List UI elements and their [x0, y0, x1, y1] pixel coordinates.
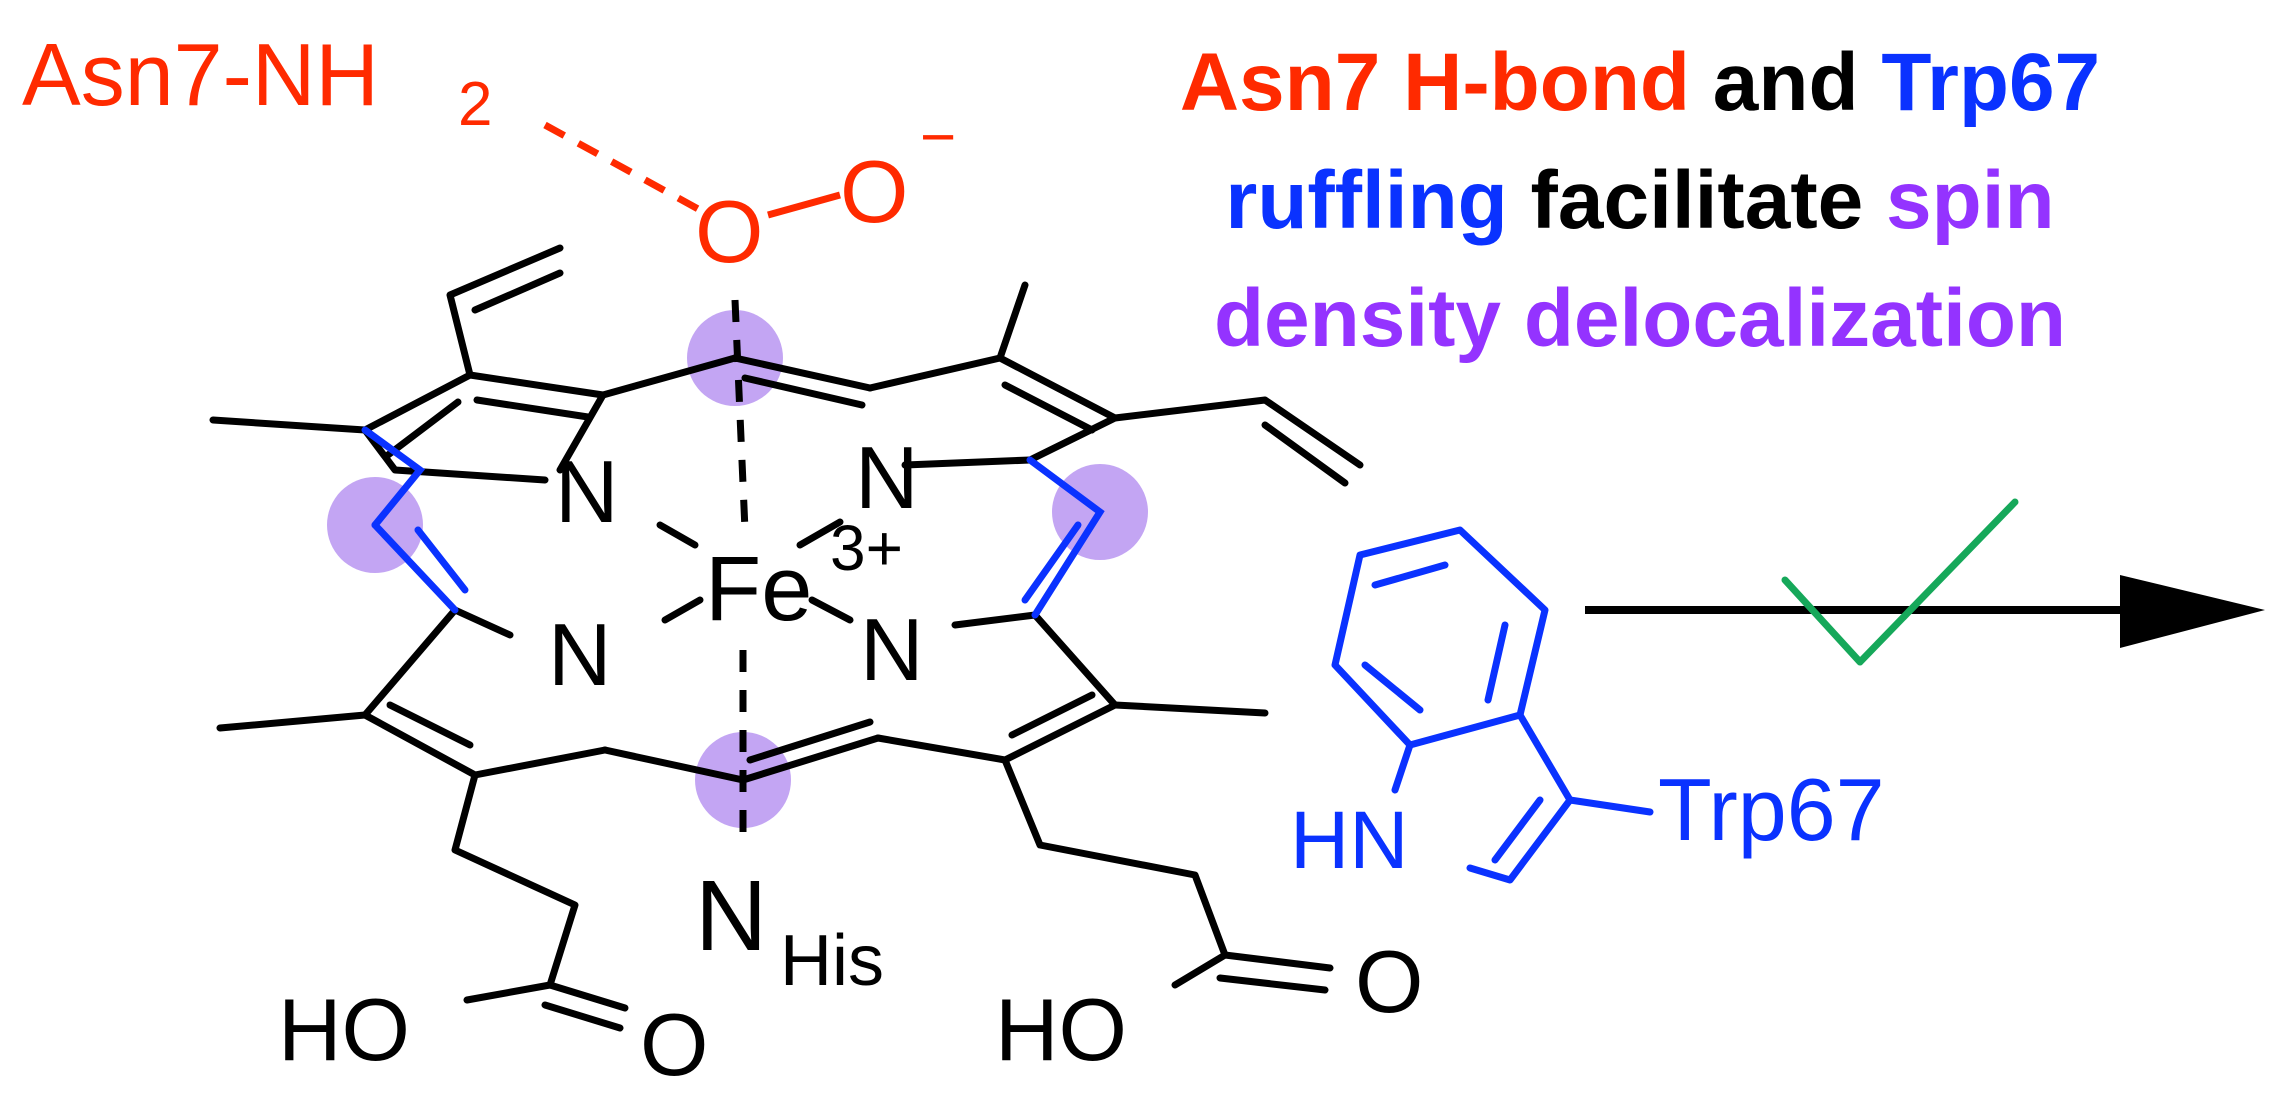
asn-hbond: Asn7-NH 2 O O −: [22, 25, 956, 281]
carbonyl-o-left: O: [640, 995, 708, 1094]
headline-line1: Asn7 H-bond and Trp67: [1180, 37, 2100, 128]
asn-subscript: 2: [458, 70, 492, 139]
core-atoms: N N N N Fe 3+ N His HO O HO O: [278, 428, 1423, 1094]
superoxide-charge: −: [920, 103, 956, 172]
trp-label: Trp67: [1658, 760, 1885, 859]
axial-bonds: [731, 299, 749, 845]
trp-nh-label: HN: [1290, 795, 1408, 886]
histidine-nitrogen: N: [695, 860, 767, 972]
hydroxyl-right: HO: [995, 980, 1127, 1079]
headline-run: spin: [1886, 155, 2055, 246]
histidine-subscript: His: [780, 921, 884, 1001]
iron-label: Fe: [705, 538, 812, 640]
iron-charge: 3+: [830, 512, 903, 584]
headline-line3: density delocalization: [1214, 273, 2066, 364]
headline-run: ruffling: [1225, 155, 1507, 246]
nitrogen-top-right: N: [855, 428, 919, 527]
oxygen-distal: O: [840, 142, 908, 241]
headline: Asn7 H-bond and Trp67 ruffling facilitat…: [1180, 37, 2100, 364]
headline-run: Trp67: [1881, 37, 2100, 128]
arrow-right-icon: [1585, 575, 2265, 648]
porphyrin-bonds: [209, 244, 1364, 1032]
headline-run: and: [1690, 37, 1881, 128]
headline-run: density delocalization: [1214, 273, 2066, 364]
nitrogen-bottom-left: N: [548, 605, 612, 704]
check-mark-icon: [1781, 498, 2019, 666]
asn-label: Asn7-NH: [22, 25, 379, 124]
ruffling-bonds: [361, 426, 1105, 619]
headline-run: Asn7 H-bond: [1180, 37, 1690, 128]
nitrogen-top-left: N: [555, 442, 619, 541]
nitrogen-bottom-right: N: [860, 600, 924, 699]
headline-run: facilitate: [1508, 155, 1886, 246]
oxygen-proximal: O: [695, 182, 763, 281]
hydroxyl-left: HO: [278, 980, 410, 1079]
carbonyl-o-right: O: [1355, 932, 1423, 1031]
headline-line2: ruffling facilitate spin: [1225, 155, 2054, 246]
tryptophan-indole: [1331, 526, 1654, 884]
